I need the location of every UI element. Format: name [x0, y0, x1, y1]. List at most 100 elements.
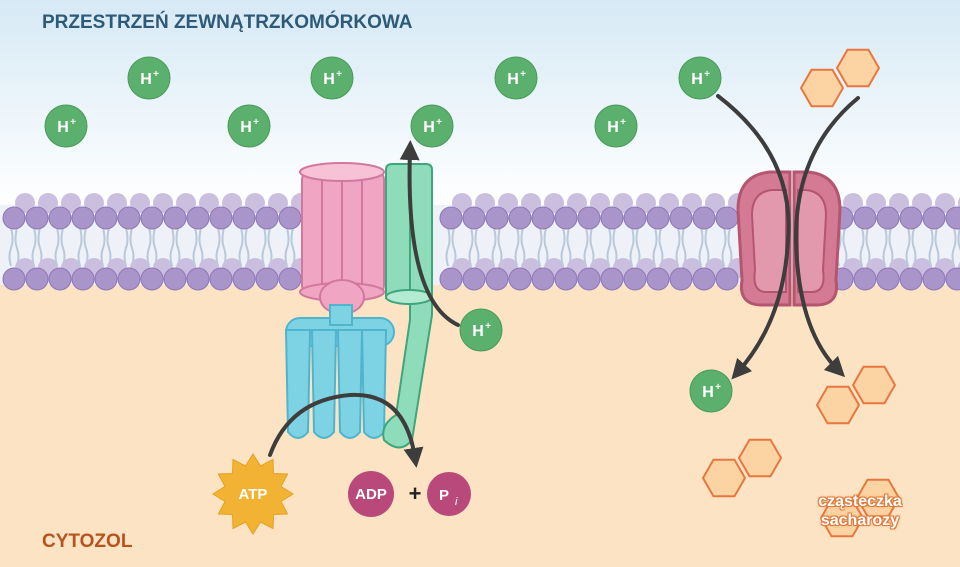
proton: H+ [689, 369, 733, 413]
lipid-head [140, 267, 164, 291]
plus-sign: + [409, 481, 422, 506]
lipid-tail [267, 227, 273, 267]
proton-circle [310, 56, 354, 100]
proton: H+ [410, 104, 454, 148]
lipid-tail [957, 227, 960, 266]
lipid-head [715, 267, 739, 291]
lipid-head [462, 267, 486, 291]
lipid-tail [445, 227, 451, 267]
lipid-head-back [107, 193, 127, 213]
lipid-tail [123, 227, 129, 267]
lipid-head-back [38, 193, 58, 213]
lipid-tail [221, 227, 227, 267]
rotor-column [301, 169, 325, 296]
lipid-head [922, 267, 946, 291]
proton-pump [284, 162, 433, 449]
lipid-head [462, 206, 486, 230]
lipid-tail [261, 227, 267, 267]
proton-symbol: H [240, 119, 252, 136]
lipid-tail [583, 227, 589, 267]
lipid-tail [882, 227, 888, 267]
lipid-head [163, 267, 187, 291]
lipid-head [531, 267, 555, 291]
proton-symbol: H [57, 119, 69, 136]
lipid-tail [543, 227, 549, 267]
lipid-head-back [61, 193, 81, 213]
rotor-top [299, 162, 385, 182]
lipid-head-back [452, 193, 472, 213]
lipid-tail [566, 227, 572, 267]
pump-pink-rotor [299, 162, 385, 315]
sucrose-molecule [799, 48, 881, 108]
pump-blue-head [284, 304, 395, 439]
lipid-head-back [475, 193, 495, 213]
lipid-tail [635, 227, 641, 267]
lipid-head [94, 267, 118, 291]
glucose-ring [819, 498, 865, 538]
lipid-head [2, 206, 26, 230]
symporter-left-inner [750, 189, 787, 293]
lipid-head [117, 206, 141, 230]
lipid-head-back [912, 193, 932, 213]
lipid-tail [721, 227, 727, 267]
lipid-head [945, 267, 960, 291]
lipid-tail [520, 227, 526, 267]
proton: H+ [44, 104, 88, 148]
head-subunit [336, 329, 364, 439]
lipid-tail [704, 227, 710, 267]
lipid-head [554, 206, 578, 230]
sucrose-label: cząsteczka sacharozy [818, 493, 902, 529]
phosphate-label: P [439, 487, 449, 504]
proton-charge: + [485, 321, 491, 332]
lipid-tail [468, 227, 474, 267]
lipid-head [186, 206, 210, 230]
atp-hydrolysis-arrow [268, 392, 424, 468]
head-subunit [310, 329, 338, 439]
glucose-ring [799, 68, 845, 108]
proton-circle [410, 104, 454, 148]
lipid-tail [14, 227, 20, 267]
lipid-tail [146, 227, 152, 267]
proton: H+ [127, 56, 171, 100]
lipid-head [278, 206, 302, 230]
lipid-head [922, 206, 946, 230]
lipid-tail [192, 227, 198, 267]
lipid-head-back [544, 193, 564, 213]
lipid-tail [497, 227, 503, 267]
extracellular-label: PRZESTRZEŃ ZEWNĄTRZKOMÓRKOWA [42, 12, 413, 33]
lipid-head [439, 206, 463, 230]
lipid-head [232, 267, 256, 291]
lipid-head-back [705, 193, 725, 213]
lipid-head [209, 206, 233, 230]
lipid-head [600, 267, 624, 291]
lipid-head-back [866, 193, 886, 213]
lipid-head [646, 206, 670, 230]
phosphate-circle [427, 472, 471, 516]
lipid-head [278, 267, 302, 291]
proton-symbol: H [691, 71, 703, 88]
adp-label: ADP [355, 486, 387, 503]
lipid-head [554, 267, 578, 291]
lipid-tail [474, 227, 480, 267]
lipid-tail [198, 227, 204, 267]
lipid-tail [888, 227, 894, 267]
lipid-tail [698, 227, 704, 267]
rotor-column [321, 169, 345, 296]
lipid-head [853, 206, 877, 230]
phosphate-molecule: P i [427, 472, 471, 516]
proton-charge: + [520, 69, 526, 80]
lipid-head-back [590, 193, 610, 213]
lipid-tail [169, 227, 175, 267]
lipid-tail [951, 227, 957, 267]
fructose-ring [851, 365, 897, 405]
lipid-head [485, 267, 509, 291]
lipid-head [600, 206, 624, 230]
glucose-ring [701, 458, 747, 498]
lipid-tail [911, 227, 917, 267]
lipid-head [623, 206, 647, 230]
proton-symport-arrow [716, 94, 791, 380]
lipid-tail [905, 227, 911, 267]
lipid-tail [152, 227, 158, 267]
rotor-column [341, 169, 365, 296]
lipid-tail [629, 227, 635, 267]
